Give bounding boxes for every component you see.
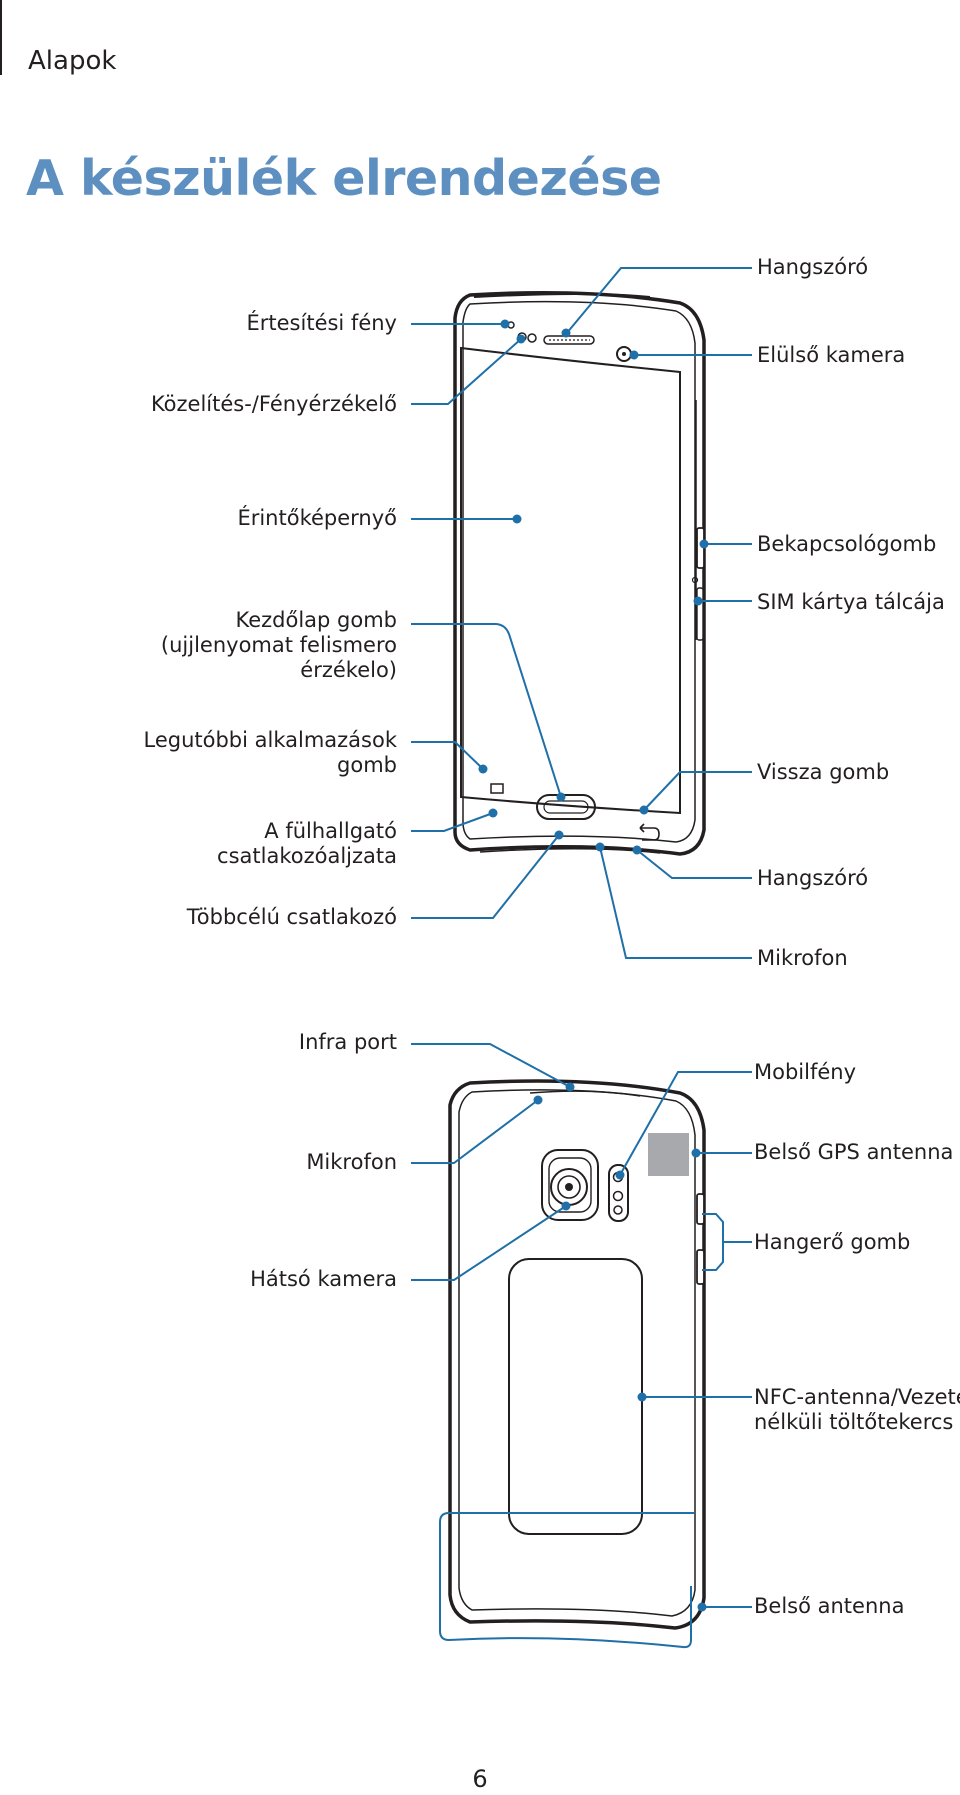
nfc-coil-area (508, 1258, 643, 1535)
label-sim-tray: SIM kártya tálcája (757, 590, 945, 614)
label-home-key-line1: Kezdőlap gomb (235, 608, 397, 632)
label-headset-jack: A fülhallgató csatlakozóaljzata (217, 819, 397, 869)
label-back-key: Vissza gomb (757, 760, 890, 784)
callout-microphone-bottom (599, 846, 752, 959)
front-phone-illustration (453, 291, 706, 856)
callout-ir-port (411, 1043, 571, 1088)
label-flash: Mobilfény (754, 1060, 857, 1084)
label-microphone-bottom: Mikrofon (757, 946, 848, 970)
label-gps-antenna: Belső GPS antenna (754, 1140, 954, 1164)
touchscreen-area (460, 346, 681, 815)
flash-module (608, 1164, 629, 1222)
front-phone-top-rim (473, 293, 651, 298)
label-home-key-line3: érzékelo) (300, 658, 397, 682)
label-volume-key: Hangerő gomb (754, 1230, 911, 1254)
sim-eject-hole (691, 576, 699, 584)
page-title: A készülék elrendezése (26, 150, 662, 207)
label-home-key: Kezdőlap gomb (ujjlenyomat felismero érz… (161, 608, 397, 683)
rear-camera-housing (541, 1149, 599, 1221)
label-proximity-sensor: Közelítés-/Fényérzékelő (150, 392, 397, 416)
label-nfc-line1: NFC-antenna/Vezeték (754, 1385, 960, 1409)
front-phone-inner-edge (462, 300, 696, 843)
back-phone-body (448, 1079, 706, 1630)
callout-headset-jack (411, 812, 494, 832)
label-notification-light: Értesítési fény (246, 311, 398, 335)
label-rear-camera: Hátsó kamera (250, 1267, 397, 1291)
callout-speaker-top (565, 267, 752, 335)
callout-proximity (411, 338, 522, 405)
back-top-rim (529, 1090, 641, 1097)
label-home-key-line2: (ujjlenyomat felismero (160, 633, 397, 657)
sim-tray-shape (696, 587, 704, 641)
label-headset-jack-line2: csatlakozóaljzata (217, 844, 397, 868)
label-main-antenna: Belső antenna (754, 1594, 905, 1618)
callout-multipurpose (411, 834, 560, 919)
label-multipurpose-jack: Többcélú csatlakozó (186, 905, 397, 929)
side-rule (0, 0, 2, 75)
callout-volume-key (702, 1213, 752, 1271)
callout-flash (619, 1071, 752, 1176)
back-callout-dots (533, 1082, 707, 1612)
label-microphone-top: Mikrofon (306, 1150, 397, 1174)
main-antenna-bracket (439, 1512, 694, 1649)
label-recent-apps-line2: gomb (337, 753, 397, 777)
proximity-sensor-shape-2 (527, 333, 537, 343)
back-key-shape (639, 823, 660, 841)
label-ir-port: Infra port (298, 1030, 397, 1054)
callout-rear-camera (411, 1205, 567, 1281)
volume-key-up (696, 1193, 705, 1225)
callout-home-key (411, 623, 562, 798)
label-power-key: Bekapcsológomb (757, 532, 937, 556)
gps-antenna-patch (648, 1133, 689, 1176)
volume-key-down (696, 1249, 705, 1285)
front-phone-body (453, 291, 706, 856)
label-nfc: NFC-antenna/Vezeték nélküli töltőtekercs (754, 1385, 960, 1435)
callout-back-key (643, 771, 752, 811)
page-number: 6 (472, 1765, 488, 1793)
label-speaker-top: Hangszóró (757, 255, 869, 279)
label-front-camera: Elülső kamera (757, 343, 906, 367)
back-callouts (411, 1043, 752, 1649)
label-recent-apps-line1: Legutóbbi alkalmazások (143, 728, 397, 752)
back-phone-illustration (448, 1079, 706, 1630)
callout-speaker-bottom (636, 849, 752, 879)
label-recent-apps: Legutóbbi alkalmazások gomb (143, 728, 397, 778)
callout-recent-apps (411, 741, 484, 770)
section-label: Alapok (28, 46, 117, 76)
callout-microphone-top (411, 1099, 539, 1164)
recent-apps-key-shape (490, 783, 504, 794)
front-callout-dots (478, 319, 709, 855)
home-key-shape (536, 794, 596, 820)
label-nfc-line2: nélküli töltőtekercs (754, 1410, 954, 1434)
front-callouts (411, 267, 752, 959)
front-bottom-rim (479, 848, 661, 854)
label-touchscreen: Érintőképernyő (237, 506, 397, 530)
label-speaker-bottom: Hangszóró (757, 866, 869, 890)
label-headset-jack-line1: A fülhallgató (264, 819, 397, 843)
